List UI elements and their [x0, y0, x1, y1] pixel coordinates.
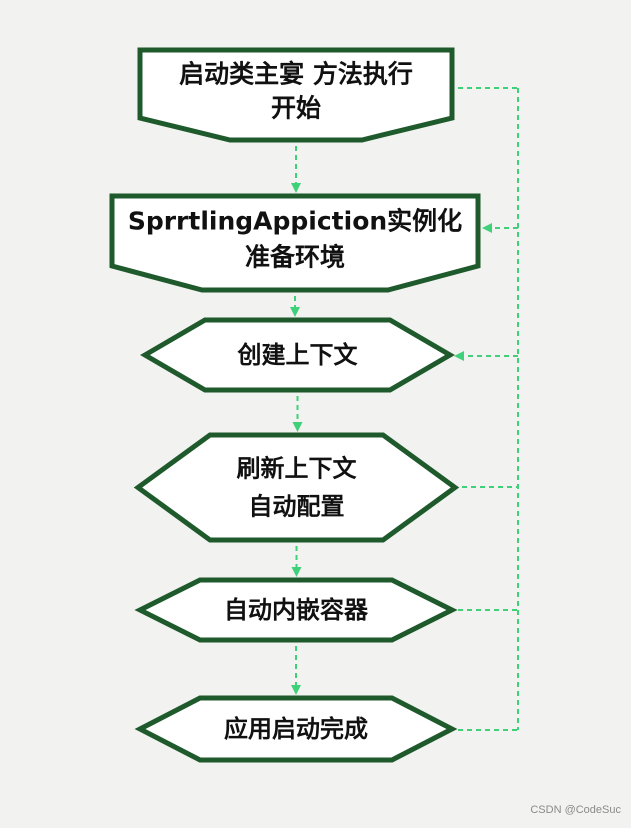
node-label: 刷新上下文 — [237, 455, 358, 483]
node-app-start-complete: 应用启动完成 — [134, 695, 458, 763]
node-label: 准备环境 — [245, 243, 345, 272]
node-shape — [133, 432, 460, 543]
node-label: 自动配置 — [249, 493, 345, 521]
node-shape — [134, 577, 458, 643]
node-label: 自动内嵌容器 — [224, 596, 369, 624]
node-label: 启动类主宴 方法执行 — [179, 60, 413, 89]
node-label: 开始 — [271, 94, 321, 123]
node-shape — [134, 695, 458, 763]
node-create-context: 创建上下文 — [140, 317, 455, 393]
node-embedded-container: 自动内嵌容器 — [134, 577, 458, 643]
node-label: SprrtlingAppiction实例化 — [128, 207, 462, 236]
node-shape — [109, 193, 481, 293]
edges-layer — [290, 87, 519, 731]
node-shape — [140, 317, 455, 393]
node-label: 创建上下文 — [237, 341, 359, 369]
node-label: 应用启动完成 — [224, 715, 368, 743]
node-shape — [137, 47, 455, 143]
watermark: CSDN @CodeSuc — [530, 804, 621, 816]
